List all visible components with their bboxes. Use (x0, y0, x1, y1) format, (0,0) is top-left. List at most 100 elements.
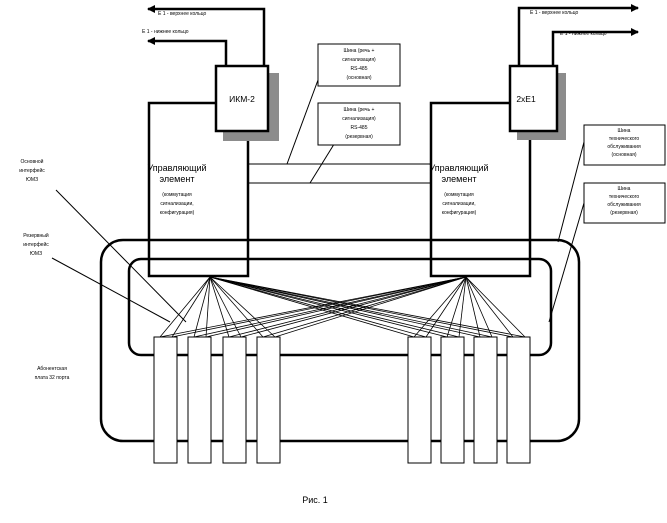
main-interface-line-1: Основной (21, 158, 44, 165)
fan-connection-line (209, 276, 264, 338)
tech-bus-main-line-2: технического (609, 136, 640, 142)
main-interface-line-3: ЮМЗ (26, 177, 38, 183)
subscriber-board-line-1: Абонентская (37, 366, 67, 372)
fan-connection-line (240, 276, 467, 338)
fan-connection-line (274, 276, 467, 338)
left-top-ring-label: Е 1 - верхнее кольцо (158, 11, 207, 17)
right-subscriber-boards (407, 336, 531, 464)
right-top-ring-arrow (517, 4, 639, 66)
right-bottom-ring-label: Е 1 - нижнее кольцо (560, 31, 607, 37)
left-module-label: ИКМ-2 (229, 94, 255, 104)
right-bottom-ring-arrow (551, 28, 639, 66)
tech-bus-main-line-3: обслуживания (607, 144, 641, 150)
left-module-box (214, 64, 270, 133)
right-ring-arrows: Е 1 - верхнее кольцо Е 1 - нижнее кольцо (517, 4, 639, 66)
fan-connection-line (446, 276, 467, 338)
right-controller-title-2: элемент (442, 174, 477, 184)
tech-bus-reserve-box: Шина технического обслуживания (резервна… (583, 182, 666, 224)
connection-fan (159, 276, 526, 338)
fan-connection-line (209, 276, 276, 338)
left-bottom-ring-label: Е 1 - нижнее кольцо (142, 29, 189, 35)
tech-bus-reserve-line-4: (резервная) (610, 210, 638, 216)
reserve-bus-line-2: сигнализация) (342, 116, 376, 122)
tech-bus-reserve-pointer (548, 202, 585, 323)
fan-connection-line (193, 276, 467, 338)
left-controller-title-1: Управляющий (147, 163, 206, 173)
main-interface-label: Основной интерфейс ЮМЗ (19, 158, 45, 183)
left-bottom-ring-arrow (147, 37, 228, 66)
subscriber-board-l4 (256, 336, 281, 464)
fan-connection-line (425, 276, 467, 338)
reserve-interface-line-3: ЮМЗ (30, 251, 42, 257)
fan-connection-line (228, 276, 467, 338)
subscriber-board-label: Абонентская плата 32 порта (35, 366, 70, 381)
fan-connection-line (209, 276, 242, 338)
fan-connection-line (171, 276, 211, 338)
fan-connection-line (159, 276, 211, 338)
right-controller-text: Управляющий элемент (коммутация сигнализ… (429, 163, 488, 216)
right-module-label: 2хЕ1 (516, 94, 536, 104)
fan-connection-line (465, 276, 493, 338)
fan-connection-line (209, 276, 230, 338)
main-bus-line-3: RS-485 (351, 66, 368, 72)
subscriber-board-l1 (153, 336, 178, 464)
main-bus-pointer (286, 79, 319, 165)
fan-connection-line (465, 276, 526, 338)
tech-bus-reserve-line-2: технического (609, 194, 640, 200)
subscriber-board-l2 (187, 336, 212, 464)
main-bus-box: Шина (речь + сигнализация) RS-485 (основ… (317, 43, 401, 87)
subscriber-board-line-2: плата 32 порта (35, 375, 70, 381)
left-controller-title-2: элемент (160, 174, 195, 184)
main-bus-line-1: Шина (речь + (344, 48, 375, 54)
tech-bus-main-box: Шина технического обслуживания (основная… (583, 124, 666, 166)
tech-bus-main-line-1: Шина (618, 128, 631, 134)
tech-bus-reserve-line-3: обслуживания (607, 202, 641, 208)
fan-connection-line (205, 276, 467, 338)
tech-bus-reserve-line-1: Шина (618, 186, 631, 192)
right-module-box (508, 64, 559, 133)
fan-connection-line (205, 276, 211, 338)
subscriber-board-r2 (440, 336, 465, 464)
reserve-bus-pointer (309, 140, 337, 184)
reserve-interface-line-1: Резервный (23, 232, 49, 239)
fan-connection-line (171, 276, 467, 338)
main-bus-line-2: сигнализация) (342, 57, 376, 63)
fan-connection-line (209, 276, 526, 338)
reserve-bus-line-3: RS-485 (351, 125, 368, 131)
reserve-interface-pointer (51, 257, 171, 323)
fan-connection-line (465, 276, 514, 338)
fan-connection-line (209, 276, 481, 338)
left-controller-sub-3: конфигурация) (160, 210, 195, 216)
figure-caption: Рис. 1 (302, 495, 328, 505)
main-interface-line-2: интерфейс (19, 167, 45, 174)
right-top-ring-label: Е 1 - верхнее кольцо (530, 10, 579, 16)
reserve-bus-box: Шина (речь + сигнализация) RS-485 (резер… (317, 102, 401, 146)
right-controller-title-1: Управляющий (429, 163, 488, 173)
tech-bus-inner-loop (127, 257, 553, 357)
tech-bus-main-line-4: (основная) (611, 152, 636, 158)
subscriber-board-r3 (473, 336, 498, 464)
subscriber-board-l3 (222, 336, 247, 464)
fan-connection-line (209, 276, 493, 338)
reserve-bus-line-4: (резервная) (345, 134, 373, 140)
tech-bus-outer-loop (99, 238, 581, 443)
right-controller-sub-1: (коммутация (444, 192, 474, 198)
left-controller-sub-2: сигнализации, (160, 201, 193, 207)
left-ring-arrows: Е 1 - верхнее кольцо Е 1 - нижнее кольцо (142, 5, 266, 66)
reserve-bus-line-1: Шина (речь + (344, 107, 375, 113)
reserve-interface-line-2: интерфейс (23, 241, 49, 248)
subscriber-board-r1 (407, 336, 432, 464)
left-top-ring-arrow (147, 5, 266, 66)
subscriber-board-r4 (506, 336, 531, 464)
main-bus-line-4: (основная) (346, 75, 371, 81)
fan-connection-line (413, 276, 467, 338)
fan-connection-line (193, 276, 211, 338)
right-controller-sub-2: сигнализации, (442, 201, 475, 207)
fan-connection-line (458, 276, 467, 338)
main-interface-pointer (55, 189, 187, 323)
fan-connection-line (262, 276, 467, 338)
fan-connection-line (465, 276, 481, 338)
left-controller-text: Управляющий элемент (коммутация сигнализ… (147, 163, 206, 216)
left-subscriber-boards (153, 336, 281, 464)
